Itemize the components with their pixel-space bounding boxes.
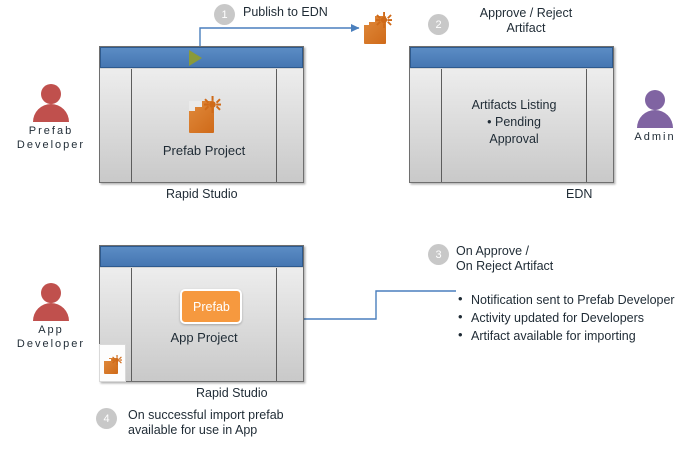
left-pane: [99, 268, 133, 382]
burst-icon: [204, 95, 222, 113]
artifact-icon: [104, 355, 122, 374]
person-icon: [30, 84, 72, 122]
step-label-4: On successful import prefab available fo…: [128, 408, 284, 437]
person-icon: [634, 90, 676, 128]
window-body: Prefab App Project: [99, 268, 303, 382]
step-badge-4: 4: [96, 408, 117, 429]
actor-app-developer: App Developer: [8, 283, 94, 351]
step-badge-1: 1: [214, 4, 235, 25]
right-pane: [586, 69, 613, 182]
window-title-bar[interactable]: [100, 246, 303, 267]
project-label: App Project: [170, 330, 238, 345]
center-pane: Prefab App Project: [132, 268, 277, 381]
step-badge-3: 3: [428, 244, 449, 265]
right-pane: [276, 69, 303, 182]
step-label-3: On Approve / On Reject Artifact: [456, 244, 554, 273]
list-item: Artifact available for importing: [456, 326, 688, 345]
list-item: Notification sent to Prefab Developer: [456, 290, 688, 309]
imported-artifact-slot[interactable]: [99, 344, 126, 382]
project-label: Prefab Project: [162, 143, 246, 158]
burst-icon: [112, 355, 122, 365]
actor-prefab-developer: Prefab Developer: [8, 84, 94, 152]
center-pane: Prefab Project: [132, 69, 277, 182]
actor-label: Prefab Developer: [16, 125, 86, 151]
step-label-1: Publish to EDN: [243, 5, 328, 19]
outcome-list: Notification sent to Prefab Developer Ac…: [456, 290, 688, 345]
list-item: Activity updated for Developers: [456, 308, 688, 327]
step-badge-2: 2: [428, 14, 449, 35]
artifact-icon: [362, 12, 392, 44]
step-label-2: Approve / Reject Artifact: [479, 6, 573, 35]
window-title-bar[interactable]: [410, 47, 613, 68]
window-body: Artifacts Listing • Pending Approval: [410, 69, 613, 182]
right-pane: [276, 268, 303, 381]
window-body: Prefab Project: [100, 69, 303, 182]
left-pane: [100, 69, 133, 182]
person-icon: [30, 283, 72, 321]
connector-approve-to-app-project: [294, 290, 456, 323]
actor-label: Admin: [634, 131, 676, 143]
center-pane: Artifacts Listing • Pending Approval: [442, 69, 587, 182]
window-caption-rapid-studio-bottom: Rapid Studio: [196, 386, 268, 400]
play-triangle-icon[interactable]: [189, 50, 202, 66]
burst-icon: [376, 12, 392, 28]
artifacts-listing: Artifacts Listing • Pending Approval: [471, 98, 557, 146]
window-prefab-project[interactable]: Prefab Project: [99, 46, 304, 183]
artifact-icon: [187, 95, 222, 133]
window-title-bar[interactable]: [100, 47, 303, 68]
prefab-badge[interactable]: Prefab: [180, 289, 243, 324]
left-pane: [410, 69, 443, 182]
actor-label: App Developer: [16, 324, 86, 350]
window-app-project[interactable]: Prefab App Project: [99, 245, 304, 382]
window-caption-edn: EDN: [566, 187, 593, 201]
actor-admin: Admin: [622, 90, 688, 144]
window-edn[interactable]: Artifacts Listing • Pending Approval: [409, 46, 614, 183]
window-caption-rapid-studio-top: Rapid Studio: [166, 187, 238, 201]
